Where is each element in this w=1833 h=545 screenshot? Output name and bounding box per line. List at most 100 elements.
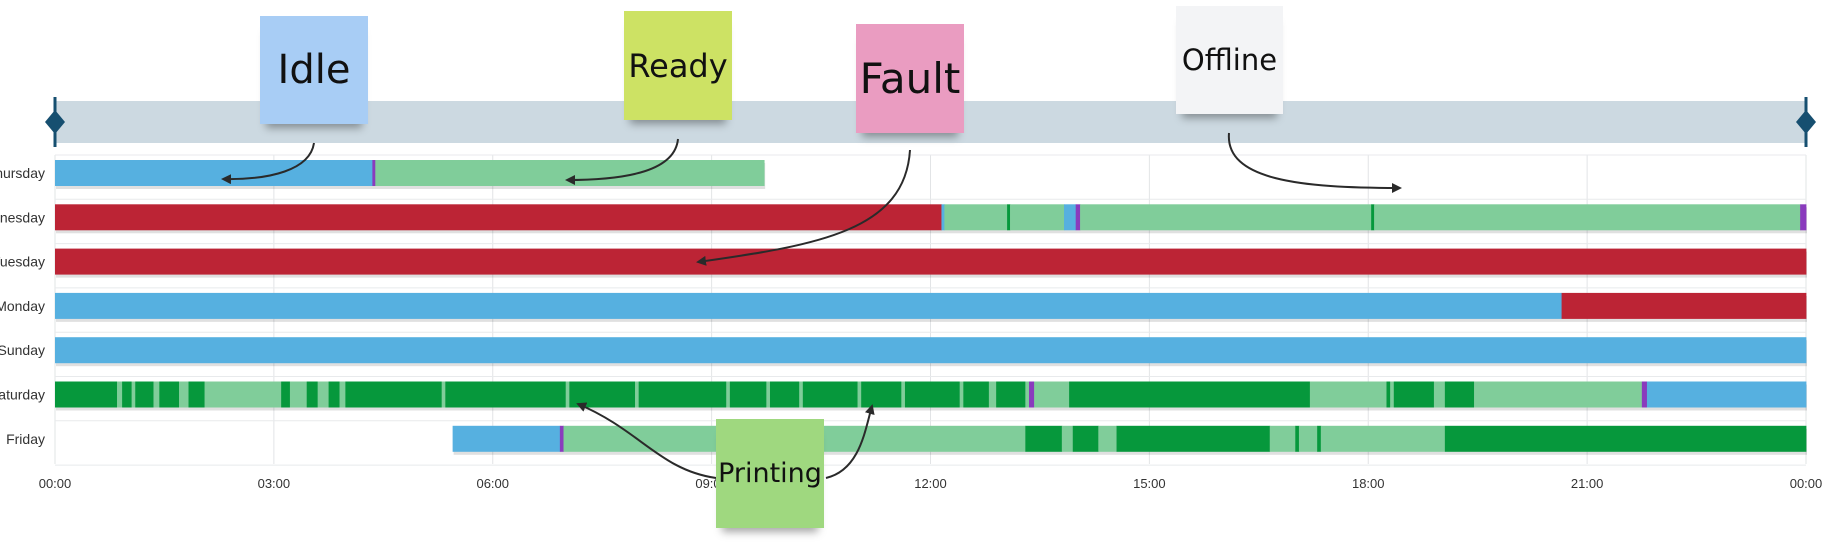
day-row: Wednesday	[0, 204, 1807, 234]
segment-printing[interactable]	[1444, 425, 1807, 452]
segment-printing[interactable]	[904, 381, 961, 408]
segment-ready[interactable]	[635, 381, 640, 408]
segment-printing[interactable]	[445, 381, 567, 408]
segment-marker[interactable]	[1075, 204, 1081, 231]
day-row: Sunday	[0, 337, 1807, 367]
segment-ready[interactable]	[339, 381, 346, 408]
segment-ready[interactable]	[857, 381, 862, 408]
segment-fault[interactable]	[55, 248, 1807, 275]
segment-ready[interactable]	[1298, 425, 1318, 452]
segment-printing[interactable]	[159, 381, 180, 408]
segment-printing[interactable]	[1371, 204, 1375, 231]
segment-printing[interactable]	[861, 381, 902, 408]
segment-printing[interactable]	[729, 381, 767, 408]
sticky-note-offline[interactable]: Offline	[1176, 6, 1283, 114]
arrow-fault	[696, 149, 911, 266]
segment-printing[interactable]	[1393, 381, 1435, 408]
segment-ready[interactable]	[1034, 381, 1070, 408]
segment-ready[interactable]	[204, 381, 282, 408]
arrow-printing-right	[825, 404, 875, 479]
segment-ready[interactable]	[1320, 425, 1446, 452]
segment-idle[interactable]	[1064, 204, 1077, 231]
segment-ready[interactable]	[1080, 204, 1372, 231]
segment-ready[interactable]	[375, 160, 765, 186]
segment-printing[interactable]	[1025, 425, 1063, 452]
sticky-note-ready[interactable]: Ready	[624, 11, 732, 120]
segment-ready[interactable]	[117, 381, 123, 408]
segment-printing[interactable]	[963, 381, 990, 408]
segment-idle[interactable]	[55, 337, 1807, 364]
segment-ready[interactable]	[1025, 381, 1030, 408]
segment-idle[interactable]	[1646, 381, 1807, 408]
segment-printing[interactable]	[996, 381, 1026, 408]
segment-fault[interactable]	[55, 204, 942, 231]
row-label: Friday	[6, 431, 45, 447]
segment-idle[interactable]	[941, 204, 945, 231]
x-tick-label: 00:00	[39, 476, 72, 491]
segment-printing[interactable]	[1444, 381, 1475, 408]
segment-ready[interactable]	[988, 381, 997, 408]
segment-ready[interactable]	[1374, 204, 1801, 231]
sticky-note-printing[interactable]: Printing	[716, 419, 824, 528]
segment-ready[interactable]	[1433, 381, 1446, 408]
segment-marker[interactable]	[1800, 204, 1807, 231]
segment-printing[interactable]	[1386, 381, 1391, 408]
segment-ready[interactable]	[1098, 425, 1117, 452]
row-label: Tuesday	[0, 254, 45, 270]
segment-idle[interactable]	[452, 425, 561, 452]
segment-printing[interactable]	[638, 381, 727, 408]
sticky-note-fault[interactable]: Fault	[856, 24, 964, 133]
segment-printing[interactable]	[55, 381, 118, 408]
segment-marker[interactable]	[372, 160, 376, 186]
segment-ready[interactable]	[1309, 381, 1387, 408]
segment-ready[interactable]	[901, 381, 906, 408]
segment-ready[interactable]	[1061, 425, 1074, 452]
segment-printing[interactable]	[1007, 204, 1011, 231]
segment-idle[interactable]	[55, 292, 1562, 319]
segment-ready[interactable]	[766, 381, 771, 408]
segment-ready[interactable]	[944, 204, 1008, 231]
segment-marker[interactable]	[559, 425, 564, 452]
segment-printing[interactable]	[188, 381, 205, 408]
arrow-ready	[565, 138, 679, 185]
arrow-idle	[221, 142, 315, 185]
segment-ready[interactable]	[179, 381, 189, 408]
segment-ready[interactable]	[289, 381, 308, 408]
segment-printing[interactable]	[802, 381, 858, 408]
slider-handle-start[interactable]	[45, 110, 65, 134]
segment-printing[interactable]	[281, 381, 291, 408]
segment-ready[interactable]	[1269, 425, 1296, 452]
segment-printing[interactable]	[1069, 381, 1311, 408]
segment-ready[interactable]	[441, 381, 446, 408]
segment-idle[interactable]	[55, 160, 373, 186]
segment-ready[interactable]	[1390, 381, 1395, 408]
segment-printing[interactable]	[135, 381, 154, 408]
segment-ready[interactable]	[565, 381, 570, 408]
segment-marker[interactable]	[1641, 381, 1648, 408]
segment-printing[interactable]	[122, 381, 133, 408]
day-rows: ThursdayWednesdayTuesdayMondaySundaySatu…	[0, 160, 1807, 455]
segment-printing[interactable]	[1116, 425, 1271, 452]
segment-ready[interactable]	[317, 381, 329, 408]
segment-printing[interactable]	[1072, 425, 1099, 452]
segment-printing[interactable]	[1295, 425, 1300, 452]
segment-marker[interactable]	[1028, 381, 1035, 408]
segment-printing[interactable]	[345, 381, 443, 408]
segment-fault[interactable]	[1561, 292, 1807, 319]
segment-printing[interactable]	[306, 381, 319, 408]
x-tick-label: 15:00	[1133, 476, 1166, 491]
segment-ready[interactable]	[153, 381, 160, 408]
segment-ready[interactable]	[131, 381, 136, 408]
segment-ready[interactable]	[726, 381, 731, 408]
sticky-note-idle[interactable]: Idle	[260, 16, 368, 124]
arrow-offline	[1227, 132, 1402, 193]
segment-ready[interactable]	[1474, 381, 1643, 408]
segment-printing[interactable]	[769, 381, 800, 408]
segment-ready[interactable]	[1010, 204, 1065, 231]
segment-ready[interactable]	[959, 381, 964, 408]
slider-handle-end[interactable]	[1796, 110, 1816, 134]
segment-printing[interactable]	[1317, 425, 1322, 452]
segment-printing[interactable]	[328, 381, 340, 408]
segment-ready[interactable]	[799, 381, 804, 408]
